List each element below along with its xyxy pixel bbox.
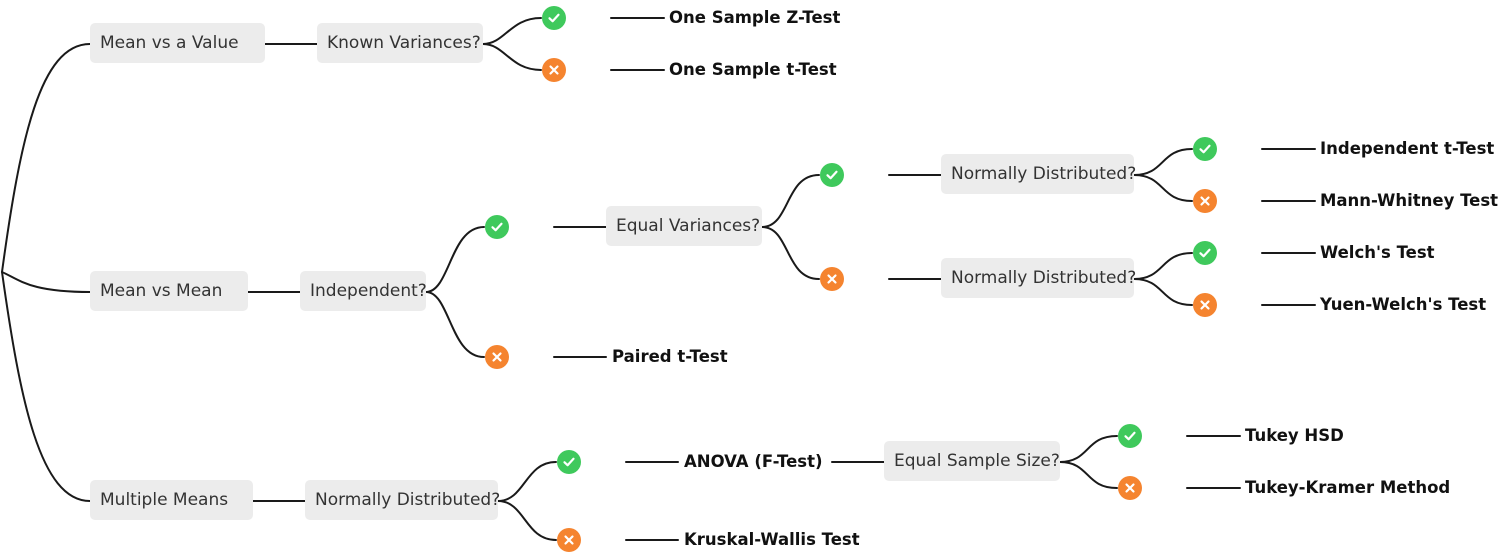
test-tukey-hsd: Tukey HSD: [1245, 426, 1344, 445]
node-mean-vs-mean: Mean vs Mean: [90, 271, 248, 311]
check-circle-icon: [820, 163, 844, 187]
test-yuen-welch: Yuen-Welch's Test: [1320, 295, 1487, 314]
test-paired-t: Paired t-Test: [612, 347, 728, 366]
connector-normal3-yes: [497, 461, 557, 502]
connector-equalvar-no: [761, 226, 820, 280]
node-independent: Independent?: [300, 271, 427, 311]
connector-samplesize-yes: [1059, 435, 1118, 463]
test-welch: Welch's Test: [1320, 243, 1435, 262]
node-equal-sample-size: Equal Sample Size?: [884, 441, 1060, 481]
connector-normal3-no: [497, 500, 557, 541]
check-circle-icon: [485, 215, 509, 239]
connector-root-bottom: [1, 271, 91, 502]
node-equal-variances: Equal Variances?: [606, 206, 762, 246]
connector-known-yes: [482, 17, 542, 45]
connector-normal2-yes: [1133, 252, 1193, 280]
node-normally-distributed-1: Normally Distributed?: [941, 154, 1136, 194]
connector-independent-yes: [425, 226, 485, 293]
check-circle-icon: [1193, 241, 1217, 265]
x-circle-icon: [1118, 476, 1142, 500]
test-independent-t: Independent t-Test: [1320, 139, 1495, 158]
connector-samplesize-no: [1059, 461, 1118, 489]
node-normally-distributed-2: Normally Distributed?: [941, 258, 1136, 298]
node-known-variances: Known Variances?: [317, 23, 483, 63]
test-kruskal-wallis: Kruskal-Wallis Test: [684, 530, 860, 549]
test-one-sample-z: One Sample Z-Test: [669, 8, 841, 27]
node-normally-distributed-3: Normally Distributed?: [305, 480, 500, 520]
connector-normal2-no: [1133, 278, 1193, 306]
connector-known-no: [482, 43, 542, 71]
test-anova: ANOVA (F-Test): [684, 452, 823, 471]
check-circle-icon: [1193, 137, 1217, 161]
x-circle-icon: [557, 528, 581, 552]
check-circle-icon: [1118, 424, 1142, 448]
x-circle-icon: [1193, 189, 1217, 213]
connector-root-top: [1, 43, 91, 273]
x-circle-icon: [485, 345, 509, 369]
x-circle-icon: [542, 58, 566, 82]
check-circle-icon: [542, 6, 566, 30]
connector-independent-no: [425, 291, 485, 358]
node-mean-vs-value: Mean vs a Value: [90, 23, 265, 63]
test-tukey-kramer: Tukey-Kramer Method: [1245, 478, 1451, 497]
node-multiple-means: Multiple Means: [90, 480, 253, 520]
x-circle-icon: [1193, 293, 1217, 317]
x-circle-icon: [820, 267, 844, 291]
test-mann-whitney: Mann-Whitney Test: [1320, 191, 1499, 210]
check-circle-icon: [557, 450, 581, 474]
connector-normal1-yes: [1133, 148, 1193, 176]
connector-root-mid: [1, 271, 91, 293]
connector-equalvar-yes: [761, 174, 820, 228]
test-one-sample-t: One Sample t-Test: [669, 60, 837, 79]
connector-normal1-no: [1133, 174, 1193, 202]
